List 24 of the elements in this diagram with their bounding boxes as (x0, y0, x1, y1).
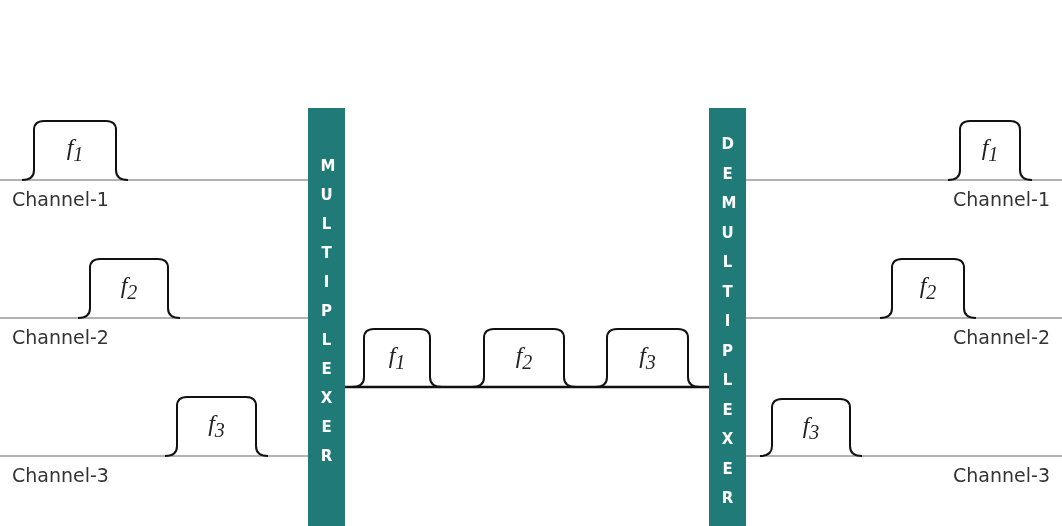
signal-pulse: f$_{1}$ (948, 120, 1032, 180)
signal-line (0, 455, 309, 457)
signal-line (345, 385, 709, 389)
signal-pulse: f$_{2}$ (78, 258, 180, 318)
multiplexer-block: DEMULTIPLEXER (709, 108, 746, 526)
channel-label: Channel-1 (953, 188, 1050, 210)
signal-pulse: f$_{2}$ (880, 258, 976, 318)
signal-line (0, 317, 309, 319)
multiplexer-block: MULTIPLEXER (308, 108, 345, 526)
signal-line (745, 317, 1062, 319)
channel-label: Channel-3 (953, 464, 1050, 486)
signal-pulse: f$_{2}$ (472, 328, 576, 387)
signal-pulse: f$_{3}$ (595, 328, 700, 387)
signal-line (0, 179, 309, 181)
channel-label: Channel-1 (12, 188, 109, 210)
signal-pulse: f$_{3}$ (760, 398, 862, 456)
channel-label: Channel-3 (12, 464, 109, 486)
signal-pulse: f$_{1}$ (22, 120, 128, 180)
channel-label: Channel-2 (953, 326, 1050, 348)
channel-label: Channel-2 (12, 326, 109, 348)
signal-pulse: f$_{3}$ (165, 396, 268, 456)
signal-line (745, 455, 1062, 457)
signal-line (745, 179, 1062, 181)
signal-pulse: f$_{1}$ (352, 328, 442, 387)
